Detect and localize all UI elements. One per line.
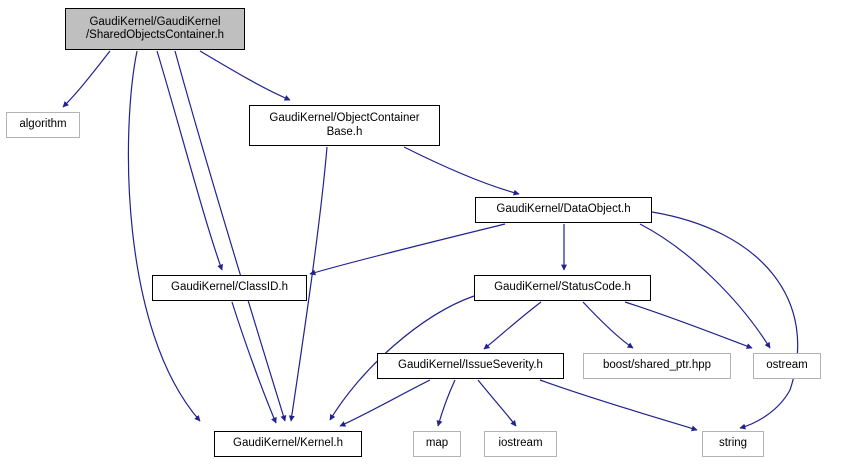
node-algorithm[interactable]: algorithm xyxy=(6,112,80,138)
node-map[interactable]: map xyxy=(413,431,461,457)
node-string[interactable]: string xyxy=(702,431,764,457)
node-shared-objects-container[interactable]: GaudiKernel/GaudiKernel /SharedObjectsCo… xyxy=(65,8,245,50)
node-kernel[interactable]: GaudiKernel/Kernel.h xyxy=(214,431,362,457)
node-ostream[interactable]: ostream xyxy=(753,353,821,379)
node-class-id[interactable]: GaudiKernel/ClassID.h xyxy=(152,275,307,301)
node-issue-severity[interactable]: GaudiKernel/IssueSeverity.h xyxy=(377,353,564,379)
node-status-code[interactable]: GaudiKernel/StatusCode.h xyxy=(474,275,651,301)
node-iostream[interactable]: iostream xyxy=(484,431,557,457)
node-data-object[interactable]: GaudiKernel/DataObject.h xyxy=(475,197,652,223)
node-object-container-base[interactable]: GaudiKernel/ObjectContainer Base.h xyxy=(249,105,440,146)
node-boost-shared-ptr[interactable]: boost/shared_ptr.hpp xyxy=(583,353,731,379)
